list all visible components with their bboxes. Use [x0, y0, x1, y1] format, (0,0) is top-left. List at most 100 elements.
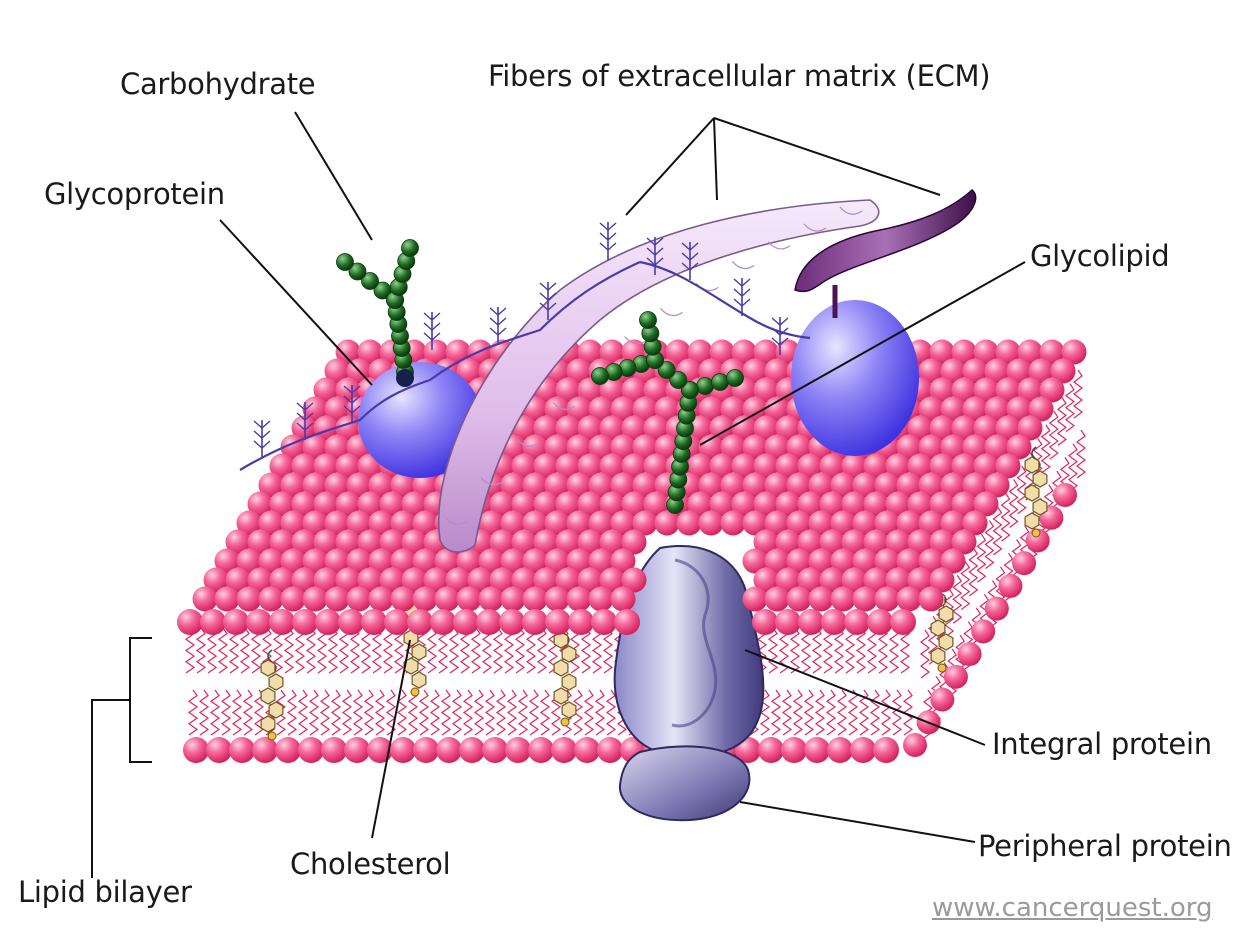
lipid-tail [321, 690, 329, 735]
phospholipid-head [611, 587, 636, 612]
phospholipid-head [903, 733, 927, 757]
phospholipid-head [501, 587, 526, 612]
phospholipid-head [407, 609, 433, 635]
phospholipid-head [298, 737, 324, 763]
steroid-ring [562, 646, 576, 662]
lipid-tail [354, 690, 362, 735]
phospholipid-head [545, 609, 571, 635]
lipid-tail [244, 690, 252, 735]
source-credit: www.cancerquest.org [932, 895, 1213, 921]
lipid-tail [233, 690, 241, 735]
phospholipid-head [752, 609, 778, 635]
phospholipid-head [765, 587, 790, 612]
lipid-tail [849, 690, 857, 735]
peripheral-protein [620, 746, 750, 820]
phospholipid-head [223, 609, 249, 635]
phospholipid-head [890, 609, 916, 635]
steroid-ring [261, 660, 275, 676]
lipid-tail [318, 628, 326, 673]
lipid-tail [450, 628, 458, 673]
steroid-ring [1025, 485, 1039, 501]
phospholipid-head [315, 609, 341, 635]
lipid-tail [475, 690, 483, 735]
lipid-tail [783, 690, 791, 735]
hydroxyl-group [938, 664, 946, 672]
lipid-tail [428, 628, 436, 673]
proteoglycan-branch [254, 420, 270, 458]
lipid-tail [607, 690, 615, 735]
phospholipid-head [281, 587, 306, 612]
lipid-tail [805, 690, 813, 735]
lipid-tail [813, 628, 821, 673]
phospholipid-head [998, 574, 1022, 598]
phospholipid-head [193, 587, 218, 612]
sugar-bead [337, 254, 354, 271]
lipid-tail [384, 628, 392, 673]
lipid-tail [376, 690, 384, 735]
lipid-tail [890, 628, 898, 673]
lipid-tail [846, 628, 854, 673]
lipid-tail [497, 690, 505, 735]
phospholipid-head [853, 587, 878, 612]
hydroxyl-group [561, 718, 569, 726]
leader-line [295, 112, 372, 240]
lipid-tail [1050, 411, 1058, 459]
label-carbohydrate: Carbohydrate [120, 70, 315, 99]
phospholipid-head [523, 587, 548, 612]
phospholipid-head [499, 609, 525, 635]
phospholipid-head [206, 737, 232, 763]
phospholipid-head [944, 665, 968, 689]
phospholipid-head [259, 587, 284, 612]
label-integral-protein: Integral protein [992, 730, 1212, 759]
lipid-tail [508, 690, 516, 735]
lipid-tail [791, 628, 799, 673]
lipid-tail [343, 690, 351, 735]
phospholipid-head [798, 609, 824, 635]
steroid-ring [1025, 513, 1039, 529]
phospholipid-head [809, 587, 834, 612]
steroid-ring [412, 644, 426, 660]
lipid-tail [769, 628, 777, 673]
phospholipid-head [479, 587, 504, 612]
phospholipid-head [215, 587, 240, 612]
lipid-tail [827, 690, 835, 735]
steroid-ring [562, 674, 576, 690]
hydroxyl-group [268, 732, 276, 740]
phospholipid-head [303, 587, 328, 612]
phospholipid-head [200, 609, 226, 635]
phospholipid-head [435, 587, 460, 612]
lipid-tail [953, 575, 961, 623]
lipid-tail [1074, 370, 1082, 418]
steroid-ring [261, 716, 275, 732]
phospholipid-head [1053, 483, 1077, 507]
lipid-tail [197, 628, 205, 673]
label-peripheral-protein: Peripheral protein [978, 832, 1232, 861]
phospholipid-head [971, 619, 995, 643]
phospholipid-head [614, 609, 640, 635]
phospholipid-head [677, 511, 702, 536]
steroid-ring [1033, 471, 1047, 487]
steroid-ring [931, 620, 945, 636]
lipid-tail [1058, 397, 1066, 445]
lipid-tail [189, 690, 197, 735]
phospholipid-head [183, 737, 209, 763]
phospholipid-head [958, 642, 982, 666]
lipid-tail [1002, 493, 1010, 541]
phospholipid-head [574, 737, 600, 763]
label-cholesterol: Cholesterol [290, 850, 450, 879]
lipid-tail [519, 690, 527, 735]
lipid-tail [816, 690, 824, 735]
phospholipid-head [831, 587, 856, 612]
phospholipid-head [827, 737, 853, 763]
phospholipid-head [413, 737, 439, 763]
steroid-ring [931, 648, 945, 664]
ecm-fiber-segment [660, 308, 682, 315]
lipid-tail [332, 690, 340, 735]
steroid-ring [939, 634, 953, 650]
proteoglycan-branch [490, 307, 506, 345]
lipid-tail [288, 690, 296, 735]
phospholipid-head [875, 587, 900, 612]
lipid-tail [868, 628, 876, 673]
lipid-tail [362, 628, 370, 673]
